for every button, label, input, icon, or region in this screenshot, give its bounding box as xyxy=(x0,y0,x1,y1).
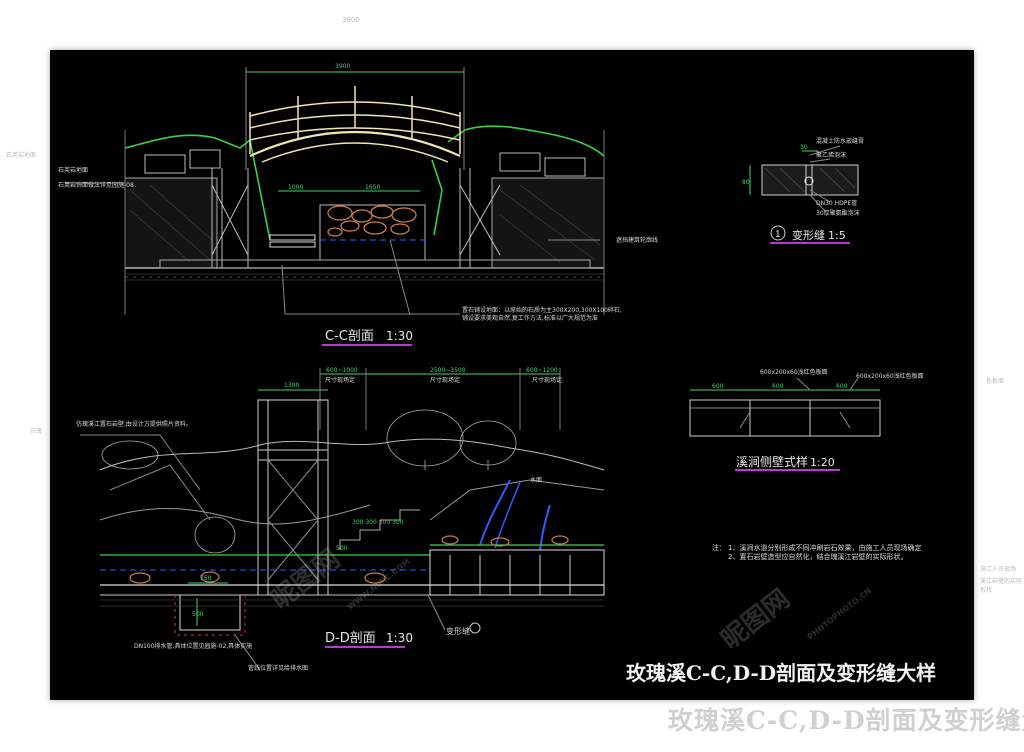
joint-label: 变形缝 xyxy=(792,228,825,242)
dim-cc-left: 1000 xyxy=(288,184,303,191)
note-dd-size-a: 尺寸现场定 xyxy=(325,376,355,384)
note-2: 2、置石岩壁造型应自然化，结合瑰溪江岩壁的实际形状。 xyxy=(728,552,907,561)
dim-joint-80: 80 xyxy=(742,179,750,186)
section-cc-scale: 1:30 xyxy=(386,329,413,343)
outside-dim-top: 3900 xyxy=(342,16,360,24)
dim-cc-right: 1650 xyxy=(365,184,380,191)
dim-dd-1300: 1300 xyxy=(284,382,299,389)
note-cc-left-b: 石英岩饰面做法详见园施-08 xyxy=(58,181,134,189)
ghost-title: 玫瑰溪C-C,D-D剖面及变形缝大样 xyxy=(668,706,1024,735)
note-dd-joint: 变形缝 xyxy=(446,626,470,636)
note-dd-size-c: 尺寸现场定 xyxy=(532,376,562,384)
outside-note-d: 施工人员现场 xyxy=(980,566,1017,573)
note-joint-a: 混凝土防水嵌缝膏 xyxy=(816,137,864,145)
note-joint-c: DN30 HDPE管 xyxy=(816,199,857,207)
wall-detail xyxy=(689,377,881,471)
note-joint-b: 聚乙烯泡沫 xyxy=(816,151,846,159)
dim-dd-500: 500 xyxy=(192,611,204,618)
outside-note-b: 仿瑰 xyxy=(30,428,43,435)
joint-detail xyxy=(749,145,859,244)
section-cc xyxy=(65,67,605,346)
wall-detail-label: 溪涧侧壁式样 xyxy=(736,454,808,469)
note-dd-water: 水面 xyxy=(530,476,542,484)
watermark-brand-2: 昵图网 xyxy=(716,584,796,656)
dim-dd-vert: 500 xyxy=(336,545,348,552)
outside-note-e: 溪江岩壁的实际形状 xyxy=(980,578,1023,594)
joint-number: 1 xyxy=(775,230,781,240)
note-joint-d: 30厚聚氨酯泡沫 xyxy=(816,209,860,217)
note-wall-a: 600x200x60浅红色板面 xyxy=(760,368,828,376)
notes-head: 注： xyxy=(712,543,726,552)
note-cc-right: 遮挡建筑轮廓线 xyxy=(616,236,658,244)
section-dd-label: D-D剖面 xyxy=(325,631,376,646)
cad-drawing-sheet: 3900 1000 1650 石英岩地面 石英岩饰面做法详见园施-08 遮挡建筑… xyxy=(50,50,974,700)
note-1: 1、溪涧水道分别形成不同冲刷岩石效果，由施工人员现场确定 xyxy=(728,543,921,552)
dim-joint-30: 30 xyxy=(800,144,808,151)
dim-dd-750: 750 xyxy=(200,575,212,582)
outside-note-a: 石英岩地面 xyxy=(6,152,37,159)
dim-dd-b: 2500~3500 xyxy=(430,367,466,374)
drawing-title: 玫瑰溪C-C,D-D剖面及变形缝大样 xyxy=(626,661,936,685)
section-cc-label: C-C剖面 xyxy=(325,329,374,344)
section-dd-scale: 1:30 xyxy=(386,631,413,645)
cad-drawing-canvas: 3900 1000 1650 石英岩地面 石英岩饰面做法详见园施-08 遮挡建筑… xyxy=(58,63,936,685)
dim-dd-d: 300 300 300 300 xyxy=(352,519,404,526)
note-dd-drain-b: 管线位置详见给排水图 xyxy=(248,664,308,672)
dim-dd-c: 600~1200 xyxy=(526,367,558,374)
dim-wall-600c: 600 xyxy=(836,383,848,390)
note-cc-bottom-a: 置石铺设地面：以原始的石质为主300X200,300X100碎石, xyxy=(462,306,622,314)
watermark-url-1: WWW.NIPIC.COM xyxy=(346,557,412,611)
note-dd-size-b: 尺寸现场定 xyxy=(430,376,460,384)
outside-note-c: 色板面 xyxy=(986,378,1005,385)
dim-bridge-span: 3900 xyxy=(335,63,350,70)
dim-wall-600b: 600 xyxy=(772,383,784,390)
note-cc-bottom-b: 铺设要求美观自然,复工作方法,标准以广大规范为准 xyxy=(462,314,598,322)
wall-detail-scale: 1:20 xyxy=(810,456,835,469)
section-dd xyxy=(80,368,605,671)
watermark-photo: PHOTOPHOTO.CN xyxy=(806,586,874,642)
dim-wall-600a: 600 xyxy=(712,383,724,390)
note-wall-b: 600x200x60浅红色板面 xyxy=(856,372,924,380)
note-dd-drain-a: DN100排水管,具体位置见园施-02,具体实施 xyxy=(134,642,252,650)
dim-dd-a: 600~1000 xyxy=(326,367,358,374)
joint-scale: 1:5 xyxy=(828,229,846,242)
note-cc-left-a: 石英岩地面 xyxy=(58,166,88,174)
note-dd-left: 仿瑰溪江置石岩壁,由设计方提供照片资料。 xyxy=(76,420,192,428)
